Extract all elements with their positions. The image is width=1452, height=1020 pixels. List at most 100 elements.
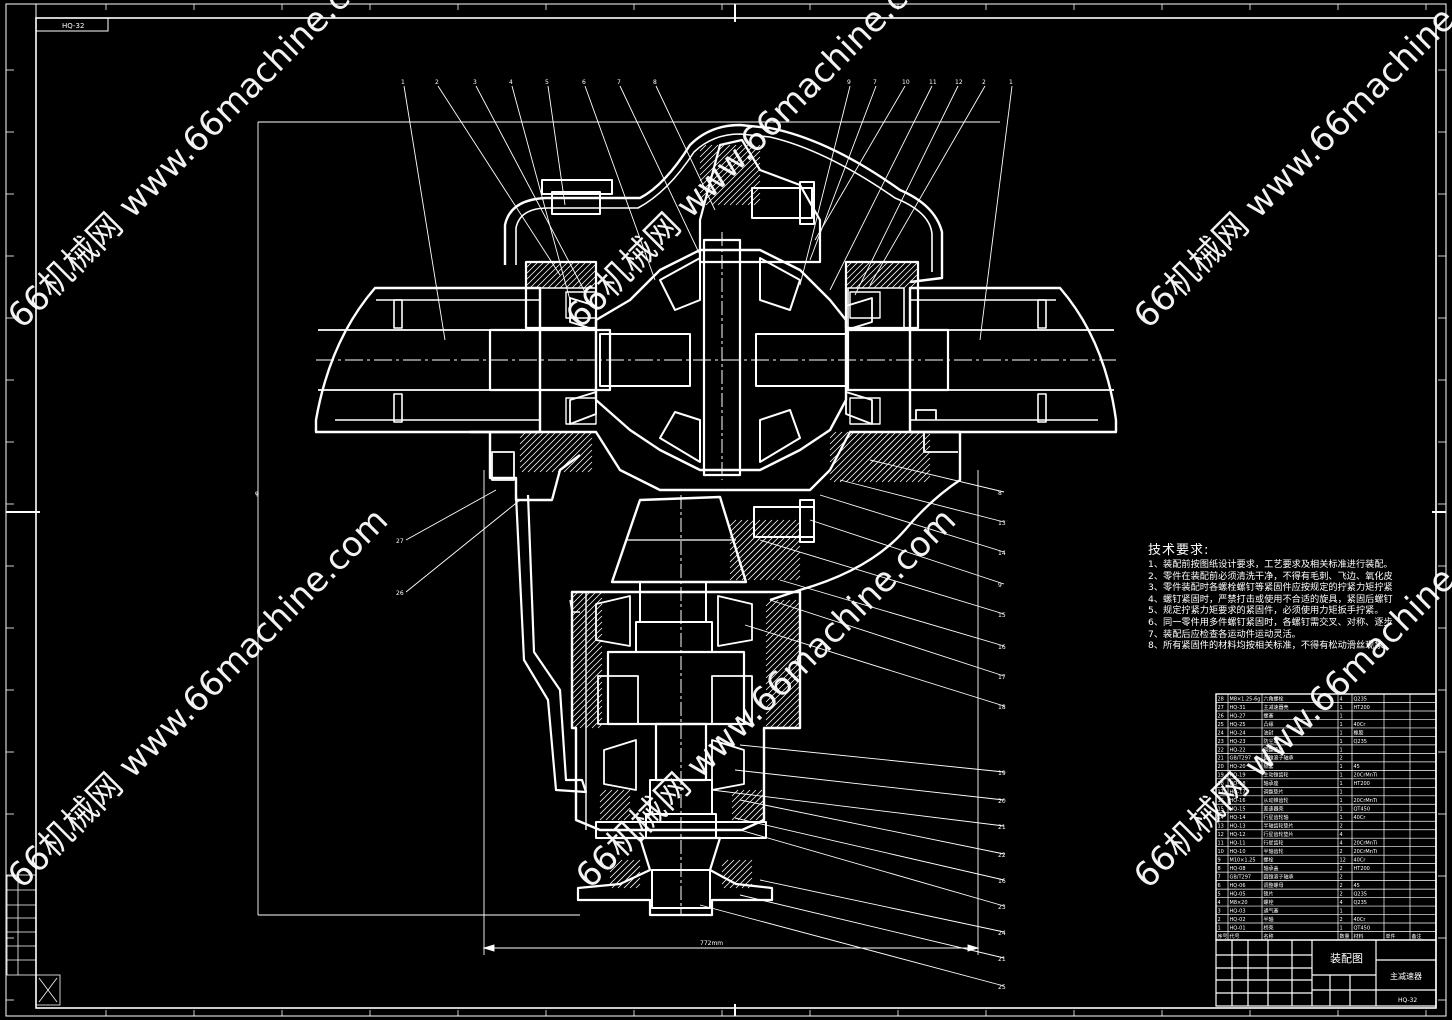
parts-list-header: 数量 [1340, 933, 1350, 940]
parts-list-cell: 12 [1218, 832, 1224, 838]
title-code: HQ-32 [1398, 997, 1417, 1004]
left-dimension: φ [255, 490, 259, 497]
leader-label: 2 [982, 79, 986, 86]
parts-list-cell: HQ-01 [1230, 925, 1246, 931]
parts-list-cell: HQ-08 [1230, 866, 1246, 872]
leader-label: 22 [998, 852, 1006, 859]
parts-list-cell: HT200 [1354, 866, 1370, 872]
parts-list-cell: 从动锥齿轮 [1264, 797, 1289, 804]
parts-list-cell: HQ-24 [1230, 730, 1246, 736]
parts-list-cell: 锁片 [1264, 890, 1274, 897]
leader-label: 15 [998, 612, 1006, 619]
parts-list-cell: 16 [1218, 798, 1224, 804]
breather-plug [541, 179, 613, 195]
parts-list-cell: 油封 [1264, 729, 1274, 736]
parts-list-cell: 21 [1218, 756, 1224, 762]
bottom-dimension: 772mm [700, 940, 723, 947]
parts-list-cell: 行星齿轮 [1264, 840, 1284, 847]
parts-list-cell: 12 [1340, 858, 1346, 864]
parts-list-cell: 20CrMnTi [1354, 798, 1378, 804]
parts-list-cell: 通气塞 [1264, 907, 1279, 914]
leader-label: 8 [998, 490, 1002, 497]
parts-list-cell: HT200 [1354, 705, 1370, 711]
requirement-8: 8、所有紧固件的材料均按相关标准，不得有松动滑丝现象。 [1148, 640, 1393, 652]
parts-list-cell: 15 [1218, 807, 1224, 813]
parts-list-cell: 1 [1340, 713, 1343, 719]
parts-list-cell: Q235 [1354, 891, 1367, 897]
parts-list-cell: 20CrMnTi [1354, 773, 1378, 779]
title-block [1215, 939, 1437, 1007]
parts-list-cell: HQ-10 [1230, 849, 1246, 855]
axle-housing-right [908, 286, 1118, 434]
parts-list-cell: HQ-27 [1230, 713, 1246, 719]
parts-list-cell: 23 [1218, 739, 1224, 745]
leader-label: 23 [998, 904, 1006, 911]
parts-list-cell: 半轴齿轮 [1264, 848, 1284, 855]
parts-list-cell: M8×20 [1230, 900, 1248, 906]
technical-requirements: 技术要求: 1、装配前按图纸设计要求，工艺要求及相关标准进行装配。 2、零件在装… [1148, 543, 1393, 652]
parts-list-cell: 1 [1340, 807, 1343, 813]
parts-list-cell: 1 [1340, 925, 1343, 931]
parts-list-cell: 行星齿轮轴 [1264, 814, 1289, 821]
parts-list-cell: 25 [1218, 722, 1224, 728]
parts-list-cell: HQ-11 [1230, 841, 1246, 847]
parts-list-cell: 2 [1340, 849, 1343, 855]
parts-list-cell: 凸缘 [1264, 721, 1274, 728]
half-shaft-left [488, 328, 612, 392]
parts-list-cell: 2 [1340, 883, 1343, 889]
output-flange [595, 821, 767, 839]
parts-list-cell: 1 [1340, 815, 1343, 821]
parts-list-cell: 9 [1218, 858, 1221, 864]
oil-tube [514, 494, 588, 794]
drive-pinion [610, 495, 748, 584]
parts-list-cell: 螺栓 [1264, 899, 1274, 906]
drawing-code: HQ-32 [62, 22, 84, 30]
parts-list-cell: M10×1.25 [1230, 858, 1256, 864]
carrier-cover [503, 123, 944, 284]
parts-list-cell: 2 [1340, 917, 1343, 923]
parts-list-cell: Q235 [1354, 696, 1367, 702]
parts-list-cell: HQ-02 [1230, 917, 1246, 923]
requirement-3: 3、零件装配时各螺栓螺钉等紧固件应按规定的拧紧力矩拧紧。 [1148, 582, 1393, 594]
parts-list-cell: HQ-16 [1230, 798, 1246, 804]
parts-list-cell: 45 [1354, 883, 1360, 889]
parts-list-cell: HQ-22 [1230, 747, 1246, 753]
parts-list-cell: 主动锥齿轮 [1264, 772, 1289, 779]
leader-label: 1 [401, 79, 405, 86]
parts-list-cell: HQ-25 [1230, 722, 1246, 728]
parts-list-cell: HQ-18 [1230, 781, 1246, 787]
parts-list-cell: 20 [1218, 764, 1224, 770]
parts-list-cell: M8×1.25-6g [1230, 696, 1261, 702]
parts-list-cell: Q235 [1354, 900, 1367, 906]
parts-list-cell: 4 [1218, 900, 1221, 906]
parts-list-cell: 2 [1340, 824, 1343, 830]
parts-list-cell: GB/T297 [1230, 875, 1252, 881]
leader-label: 24 [998, 930, 1006, 937]
requirement-4: 4、螺钉紧固时，严禁打击或使用不合适的旋具，紧固后螺钉槽无损坏。 [1148, 593, 1393, 605]
parts-list-cell: 2 [1340, 756, 1343, 762]
section-hatching [519, 144, 931, 889]
leader-label: 1 [1009, 79, 1013, 86]
parts-list-cell: 防尘罩 [1264, 738, 1279, 745]
parts-list-cell: 40Cr [1354, 722, 1367, 728]
leader-label: 7 [873, 79, 877, 86]
title-part-name: 主减速器 [1390, 971, 1422, 981]
parts-list-cell: 行星齿轮垫片 [1264, 831, 1294, 838]
parts-list-cell: HQ-14 [1230, 815, 1246, 821]
leader-label: 3 [473, 79, 477, 86]
parts-list-cell: 2 [1340, 891, 1343, 897]
parts-list-cell: 7 [1218, 875, 1221, 881]
requirement-6: 6、同一零件用多件螺钉紧固时，各螺钉需交叉、对称、逐步、均匀拧紧。 [1148, 616, 1393, 628]
leader-label: 9 [998, 582, 1002, 589]
parts-list-cell: 1 [1218, 925, 1221, 931]
parts-list-cell: 19 [1218, 773, 1224, 779]
parts-list-cell: 桥壳 [1264, 924, 1274, 931]
leader-label: 17 [998, 674, 1006, 681]
parts-list-cell: HQ-06 [1230, 883, 1246, 889]
requirement-7: 7、装配后应检查各运动件运动灵活。 [1148, 628, 1301, 640]
parts-list-cell: 4 [1340, 696, 1343, 702]
parts-list-cell: 20CrMnTi [1354, 849, 1378, 855]
